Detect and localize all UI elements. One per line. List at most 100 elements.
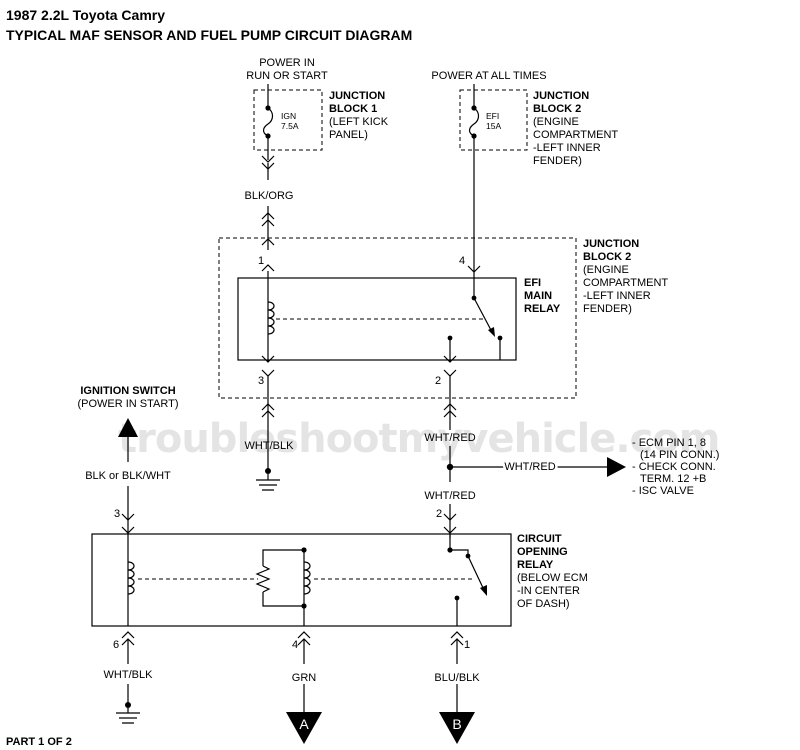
junction-block-2-top-desc-3: -LEFT INNER	[533, 142, 601, 154]
ecm-destination-1: - ECM PIN 1, 8	[632, 437, 706, 449]
junction-block-2-relay-desc-2: COMPARTMENT	[583, 277, 668, 289]
efi-main-relay-label-3: RELAY	[524, 303, 561, 315]
page-indicator: PART 1 OF 2	[6, 736, 72, 748]
diagram-title: TYPICAL MAF SENSOR AND FUEL PUMP CIRCUIT…	[6, 27, 412, 43]
junction-block-1-desc: (LEFT KICK	[329, 116, 389, 128]
junction-block-2-top-outline	[459, 89, 528, 151]
connector-chevron	[450, 631, 464, 639]
cor-pin-6: 6	[113, 639, 119, 651]
connector-chevron	[261, 212, 275, 220]
right-arrow-icon	[607, 457, 626, 477]
circuit-opening-relay-label: CIRCUIT	[517, 533, 562, 545]
junction-block-2-top-title-2: BLOCK 2	[533, 103, 581, 115]
wire-label-blk-org: BLK/ORG	[245, 190, 294, 202]
circuit-opening-relay-label-3: RELAY	[517, 559, 554, 571]
junction-block-2-relay-desc-3: -LEFT INNER	[583, 290, 651, 302]
efi-relay-switch-arm-tip	[488, 327, 495, 337]
wire-label-wht-red-branch: WHT/RED	[504, 461, 555, 473]
junction-block-2-relay-outline	[218, 237, 577, 399]
connector-chevron	[443, 410, 457, 418]
junction-block-2-top-title: JUNCTION	[533, 90, 589, 102]
circuit-opening-relay-desc-3: OF DASH)	[517, 598, 570, 610]
connector-chevron	[443, 369, 457, 377]
connector-chevron	[261, 264, 275, 272]
connector-chevron	[443, 355, 457, 363]
connector-chevron	[121, 526, 135, 534]
junction-block-2-top-desc: (ENGINE	[533, 116, 579, 128]
circuit-opening-relay-desc-2: -IN CENTER	[517, 585, 580, 597]
efi-fuse-icon	[468, 107, 480, 137]
efi-relay-pin-4: 4	[459, 255, 465, 267]
junction-block-2-relay-desc: (ENGINE	[583, 264, 629, 276]
ignition-switch-label: IGNITION SWITCH	[80, 385, 175, 397]
ground-symbol-icon	[116, 708, 140, 724]
junction-block-2-relay-desc-4: FENDER)	[583, 303, 632, 315]
connector-a-label: A	[299, 716, 309, 732]
junction-block-1-desc-2: PANEL)	[329, 129, 368, 141]
wire-label-blu-blk: BLU/BLK	[434, 672, 480, 684]
connector-chevron	[261, 355, 275, 363]
connector-chevron	[121, 513, 135, 521]
wire-label-wht-blk-lower: WHT/BLK	[104, 669, 154, 681]
cor-switch-arm	[467, 555, 485, 591]
cor-resistor-wire	[262, 549, 304, 607]
ground-terminal	[265, 468, 271, 474]
ecm-destination-5: - ISC VALVE	[632, 485, 694, 497]
cor-coil-left-icon	[127, 561, 135, 595]
efi-main-relay-label-2: MAIN	[524, 290, 552, 302]
efi-main-relay-label: EFI	[524, 277, 541, 289]
up-arrow-icon	[118, 418, 138, 437]
efi-fuse-terminal-top	[471, 105, 477, 111]
efi-fuse-name: EFI	[486, 111, 499, 121]
junction-block-2-relay-title-2: BLOCK 2	[583, 251, 631, 263]
connector-chevron	[297, 638, 311, 646]
circuit-opening-relay-box	[91, 533, 512, 627]
connector-b-arrow-icon	[439, 712, 475, 744]
junction-block-1-title-2: BLOCK 1	[329, 103, 377, 115]
connector-chevron	[297, 631, 311, 639]
circuit-opening-relay-desc: (BELOW ECM	[517, 572, 588, 584]
connector-chevron	[261, 403, 275, 411]
wire-label-wht-red-lower: WHT/RED	[424, 490, 475, 502]
cor-pin-3: 3	[114, 508, 120, 520]
efi-relay-pin-1: 1	[258, 255, 264, 267]
connector-chevron	[443, 513, 457, 521]
junction-block-1-outline	[253, 89, 323, 151]
wire-label-blk-or-blk-wht: BLK or BLK/WHT	[85, 470, 171, 482]
power-in-run-or-start-label: POWER IN	[259, 57, 315, 69]
power-at-all-times-label: POWER AT ALL TIMES	[431, 70, 546, 82]
diagram-title-vehicle: 1987 2.2L Toyota Camry	[6, 7, 165, 23]
junction-block-2-top-desc-2: COMPARTMENT	[533, 129, 618, 141]
ign-fuse-name: IGN	[281, 111, 296, 121]
efi-relay-coil-icon	[267, 301, 275, 335]
cor-pin-1: 1	[464, 639, 470, 651]
efi-relay-pin-2: 2	[435, 375, 441, 387]
connector-chevron	[261, 155, 275, 163]
wire-label-wht-red-upper: WHT/RED	[424, 432, 475, 444]
cor-switch-feed	[450, 549, 469, 556]
connector-chevron	[261, 410, 275, 418]
ecm-destination-4: TERM. 12 +B	[640, 473, 706, 485]
connector-a-arrow-icon	[286, 712, 322, 744]
efi-relay-pin-3: 3	[258, 375, 264, 387]
ignition-switch-label-2: (POWER IN START)	[77, 398, 178, 410]
junction-block-1-title: JUNCTION	[329, 90, 385, 102]
cor-coil-middle-icon	[303, 561, 311, 595]
ground-terminal-lower	[125, 702, 131, 708]
connector-chevron	[121, 631, 135, 639]
ecm-destination-3: - CHECK CONN.	[632, 461, 716, 473]
connector-chevron	[261, 238, 275, 246]
wire-label-wht-blk-upper: WHT/BLK	[245, 440, 295, 452]
circuit-opening-relay-label-2: OPENING	[517, 546, 568, 558]
connector-chevron	[121, 638, 135, 646]
efi-main-relay-box	[237, 277, 517, 361]
efi-relay-switch-arm	[473, 297, 493, 333]
cor-switch-arm-tip	[480, 585, 487, 596]
power-in-run-or-start-label-2: RUN OR START	[246, 70, 328, 82]
wire-label-grn: GRN	[292, 672, 317, 684]
cor-resistor-icon	[255, 565, 271, 593]
junction-block-2-top-desc-4: FENDER)	[533, 155, 582, 167]
efi-fuse-rating: 15A	[486, 121, 501, 131]
ground-symbol-icon	[256, 474, 280, 491]
cor-pin-2: 2	[436, 508, 442, 520]
